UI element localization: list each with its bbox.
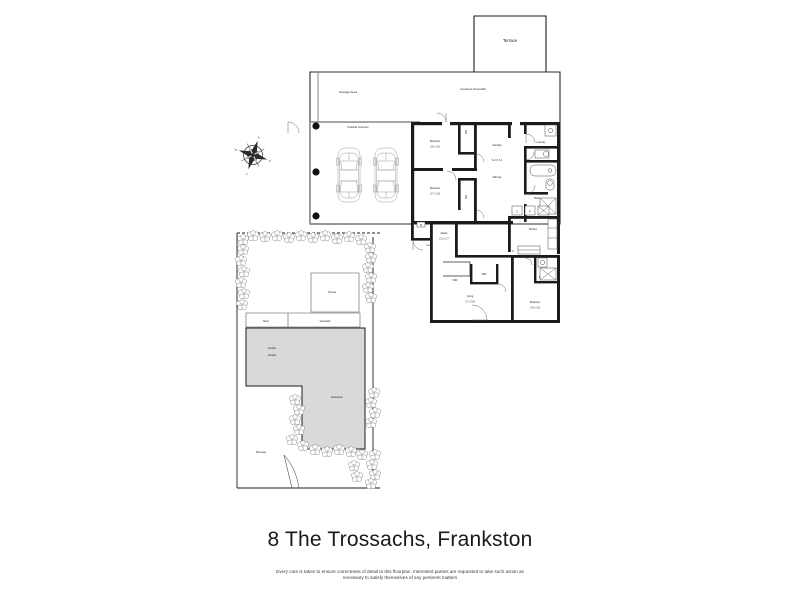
fixture-label-linen: Lin	[426, 244, 430, 247]
room-label-covered-verandah: Covered Verandah	[460, 87, 486, 91]
room-label-dining: Dining	[493, 175, 502, 179]
closet-label-wir: WIR	[482, 273, 487, 276]
disclaimer-text: Every care is taken to ensure correctnes…	[276, 569, 524, 581]
site-label-carport-line1: Double	[268, 347, 277, 350]
site-label-terrace: Terrace	[328, 291, 337, 294]
ensuite-basin-bowl-icon	[540, 260, 545, 265]
bedroom-1-label-group: Bedroom 3.6 x 3.6	[430, 140, 440, 149]
car-right-icon	[373, 147, 399, 203]
room-label-bedroom-2: Bedroom	[430, 187, 440, 190]
room-label-double-carport: Double Carport	[348, 125, 369, 129]
room-dims-living: 3.7 x 5.8	[465, 301, 475, 304]
door-swing-group-south	[471, 283, 507, 321]
door-swing-group-meals	[412, 239, 424, 251]
room-label-meals: Meals	[441, 232, 448, 235]
shrub-row-top	[237, 230, 376, 253]
room-label-terrace-top: Terrace	[503, 38, 518, 43]
compass-label-north: N	[257, 136, 260, 139]
room-dims-bedroom-1: 3.6 x 3.6	[430, 146, 440, 149]
living-nook-outline	[443, 261, 471, 277]
vanity-icon	[534, 149, 550, 159]
living-bar-label: WIR	[453, 279, 458, 282]
room-dims-bedroom-2: 3.7 x 3.6	[430, 193, 440, 196]
site-label-store: Store	[263, 320, 270, 323]
laundry-tap-icon	[548, 128, 553, 133]
fixture-label-stove: St	[420, 224, 423, 227]
laundry-fixtures: Laundry	[536, 124, 557, 144]
shrub-column-left	[235, 244, 250, 310]
kitchen-bench-icon	[547, 218, 558, 250]
interior-walls-south	[430, 243, 560, 323]
bedroom-2-label-group: Bedroom 3.7 x 3.6	[430, 187, 440, 196]
compass-label-east: E	[269, 160, 272, 163]
closet-label-bir-1: BIR	[465, 130, 468, 134]
bedroom-3-label-group: Bedroom 3.9 x 3.8	[530, 301, 540, 310]
terrace-top-block: Terrace	[473, 15, 547, 73]
site-label-driveway: Driveway	[256, 451, 267, 454]
site-building-footprint	[245, 327, 366, 450]
room-dims-meals: 2.3 x 2.7	[439, 238, 449, 241]
page-title: 8 The Trossachs, Frankston	[267, 528, 533, 551]
carport-post-icon	[312, 212, 320, 220]
fixture-label-pantry: P	[529, 211, 531, 214]
compass-rose: N E S W	[234, 136, 272, 176]
room-label-kitchen: Kitchen	[529, 228, 538, 231]
site-label-carport-line2: Carport	[268, 354, 277, 357]
door-swing-group-north	[287, 112, 485, 219]
fixture-label-cupboard: C	[516, 211, 518, 214]
bathtub-icon	[529, 164, 557, 177]
compass-label-west: W	[234, 148, 238, 152]
room-dims-bedroom-3: 3.9 x 3.8	[530, 307, 540, 310]
compass-label-south: S	[245, 173, 248, 176]
site-plan: Terrace Store Verandah Double Carport Re…	[235, 230, 381, 489]
site-label-verandah: Verandah	[320, 320, 331, 323]
car-left-icon	[336, 147, 362, 203]
room-label-bedroom-1: Bedroom	[430, 140, 440, 143]
living-label-group: Living 3.7 x 5.8	[465, 295, 475, 304]
kitchen-walls	[411, 216, 560, 257]
meals-label-group: Meals 2.3 x 2.7 St Lin	[416, 221, 449, 247]
room-label-bedroom-3: Bedroom	[530, 301, 540, 304]
ensuite-fixtures	[524, 257, 557, 281]
cupboard-icon	[511, 205, 523, 216]
interior-walls-north	[411, 122, 560, 224]
double-carport-zone: Double Carport	[312, 122, 399, 220]
kitchen-fixtures: Kitchen C P F	[511, 205, 558, 255]
bath-fixtures: Bath	[529, 149, 557, 215]
stove-icon	[416, 221, 426, 228]
fixture-label-fridge: F	[512, 250, 514, 253]
room-label-bath: Bath	[534, 197, 540, 200]
carport-post-icon	[312, 168, 320, 176]
carport-post-icon	[312, 122, 320, 130]
room-label-laundry: Laundry	[536, 141, 546, 144]
room-label-family: Family	[492, 143, 502, 147]
room-label-storage-area: Storage Area	[339, 90, 357, 94]
door-swing-group-service	[525, 133, 536, 195]
pantry-icon	[524, 205, 536, 216]
room-label-living: Living	[467, 295, 474, 298]
basin-icon	[543, 151, 549, 157]
closet-label-bir-2: BIR	[465, 195, 468, 199]
toilet-bowl-icon	[547, 180, 553, 186]
bath-tap-icon	[547, 168, 553, 173]
room-dims-family: 6.2 X 3.4	[492, 159, 503, 162]
site-label-residence: Residence	[331, 396, 343, 399]
